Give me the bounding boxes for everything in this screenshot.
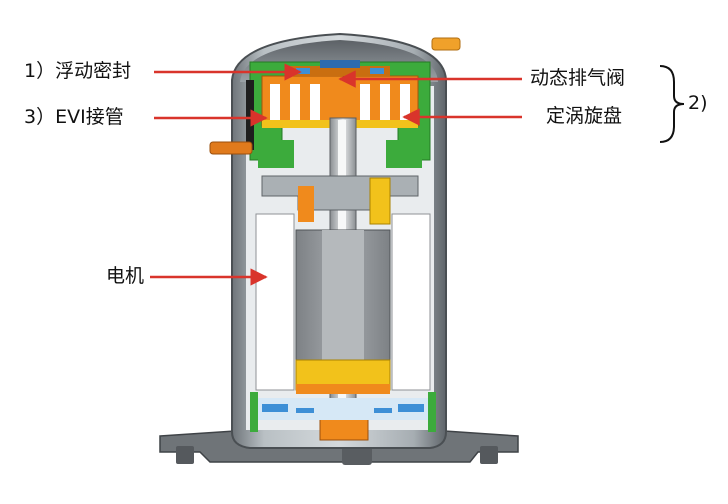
label-group-two: 2): [688, 92, 708, 114]
right-brace: [659, 65, 685, 143]
evi-pipe: [209, 80, 254, 155]
oil-sump: [256, 398, 432, 420]
top-fitting: [431, 37, 461, 51]
label-dynamic-valve: 动态排气阀: [530, 67, 626, 89]
main-bearing: [261, 175, 419, 225]
leader-arrows: [150, 63, 522, 286]
label-floating-seal: 1）浮动密封: [24, 60, 132, 82]
label-motor: 电机: [106, 265, 145, 287]
label-fixed-scroll: 定涡旋盘: [546, 105, 623, 127]
motor: [255, 213, 431, 391]
label-evi-pipe: 3）EVI接管: [24, 106, 124, 128]
